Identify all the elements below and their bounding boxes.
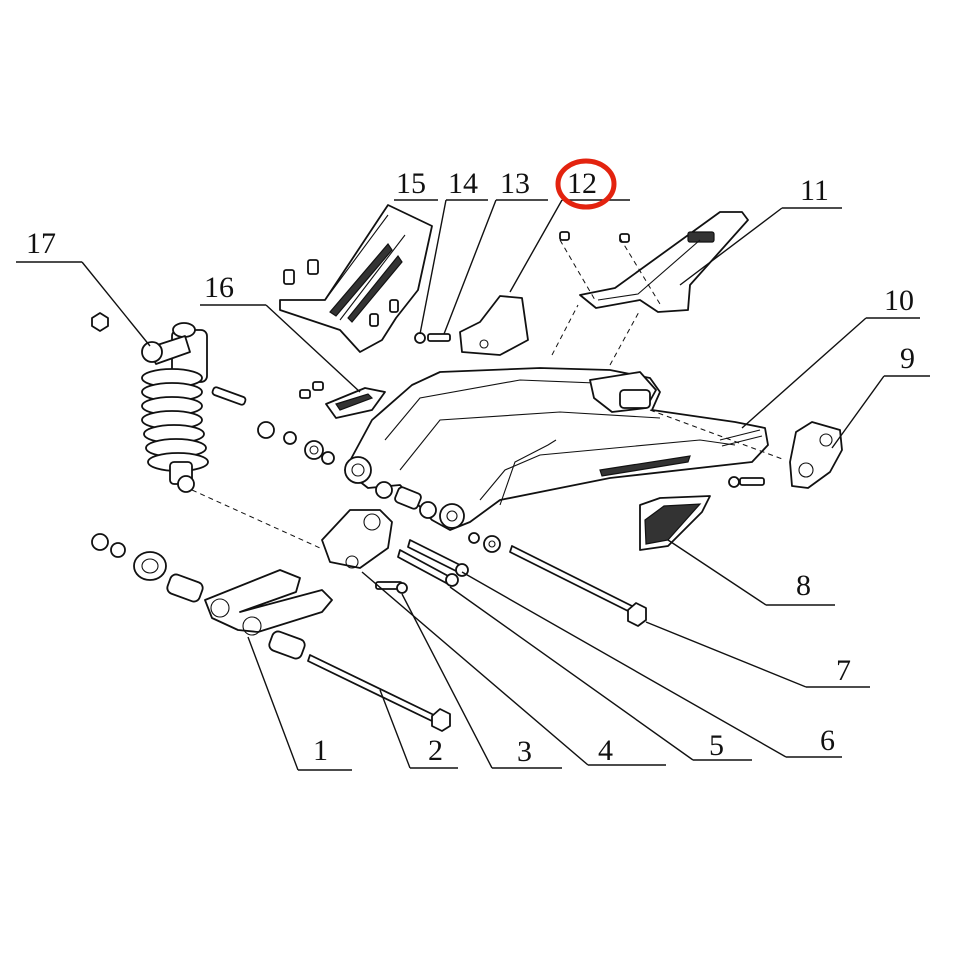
dog-bone-link <box>91 533 333 660</box>
callout-11: 11 <box>800 174 829 207</box>
callout-16: 16 <box>204 271 234 304</box>
callout-15: 15 <box>396 167 426 200</box>
callout-14: 14 <box>448 167 478 200</box>
callout-4: 4 <box>598 734 613 767</box>
callout-9: 9 <box>900 342 915 375</box>
callout-8: 8 <box>796 569 811 602</box>
callout-5: 5 <box>709 729 724 762</box>
long-bolt <box>307 654 451 732</box>
callout-10: 10 <box>884 284 914 317</box>
leader-lines <box>16 199 930 771</box>
chain-slider <box>639 495 711 551</box>
callout-labels: 1 2 3 4 5 6 7 8 9 10 11 12 13 14 15 16 1… <box>26 167 915 768</box>
axle-adjuster <box>728 421 843 489</box>
rear-hugger <box>279 204 433 353</box>
callout-7: 7 <box>836 654 851 687</box>
rocker-arm <box>321 509 408 594</box>
callout-17: 17 <box>26 227 56 260</box>
highlight-circle <box>555 158 617 210</box>
pivot-axle <box>509 545 647 627</box>
callout-2: 2 <box>428 734 443 767</box>
chain-guide-block <box>299 381 386 419</box>
assembly-axes <box>191 237 786 549</box>
callout-3: 3 <box>517 735 532 768</box>
bolt-and-bracket <box>414 295 529 356</box>
callout-13: 13 <box>500 167 530 200</box>
chain-cover <box>559 211 749 313</box>
swingarm <box>344 367 769 531</box>
pivot-bearings <box>211 386 501 553</box>
callout-1: 1 <box>313 734 328 767</box>
callout-12: 12 <box>567 167 597 200</box>
linkage-bolts <box>397 539 469 587</box>
shock-spring <box>141 368 209 472</box>
callout-6: 6 <box>820 724 835 757</box>
rear-shock-absorber <box>91 312 209 493</box>
